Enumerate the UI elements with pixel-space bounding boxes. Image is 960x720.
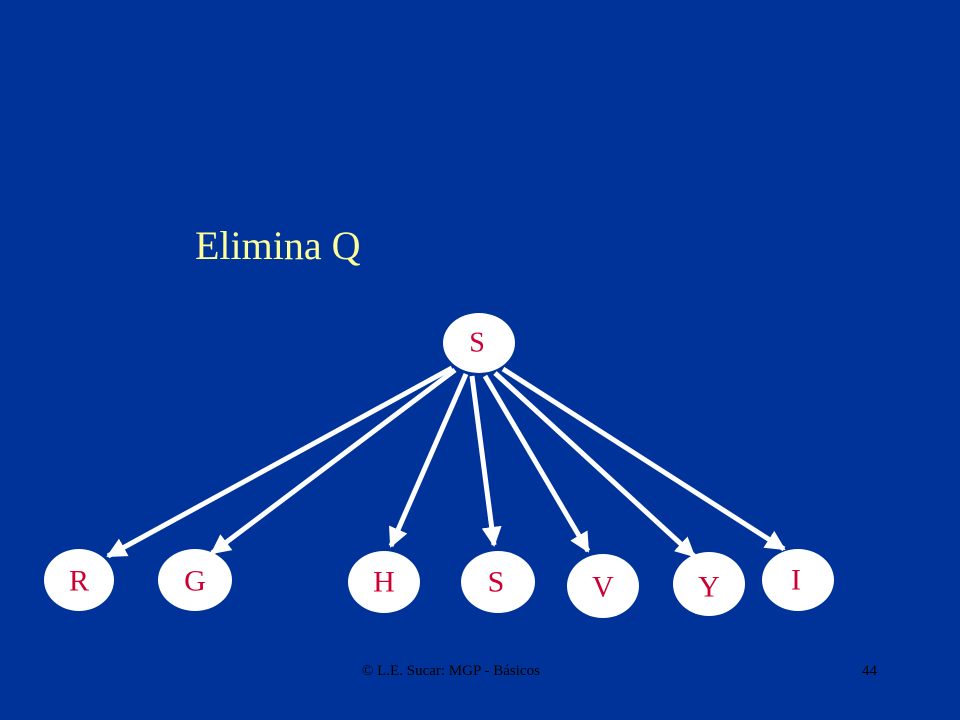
node-g: G — [158, 549, 232, 611]
node-v: V — [567, 554, 639, 618]
edge-s-h — [388, 373, 469, 548]
node-label: I — [791, 564, 801, 597]
footer-credit: © L.E. Sucar: MGP - Básicos — [362, 663, 540, 679]
node-label: Y — [698, 571, 720, 604]
node-label: S — [469, 328, 485, 359]
node-root-s: S — [443, 313, 515, 373]
node-y: Y — [673, 552, 745, 616]
node-label: R — [69, 565, 89, 598]
page-number: 44 — [862, 663, 877, 679]
slide-title: Elimina Q — [195, 223, 361, 268]
edge-s-s — [469, 375, 502, 547]
node-label: V — [592, 571, 614, 604]
edge-s-r — [106, 365, 454, 559]
node-label: S — [488, 566, 505, 599]
edge-s-y — [493, 371, 696, 558]
node-r: R — [44, 549, 114, 611]
edge-s-g — [210, 368, 457, 555]
edge-s-v — [482, 374, 591, 553]
edge-s-i — [501, 366, 786, 552]
node-i: I — [762, 549, 834, 611]
node-label: G — [184, 565, 206, 598]
node-label: H — [373, 566, 395, 599]
node-s: S — [461, 551, 535, 613]
edges — [106, 365, 786, 559]
node-h: H — [348, 551, 420, 613]
